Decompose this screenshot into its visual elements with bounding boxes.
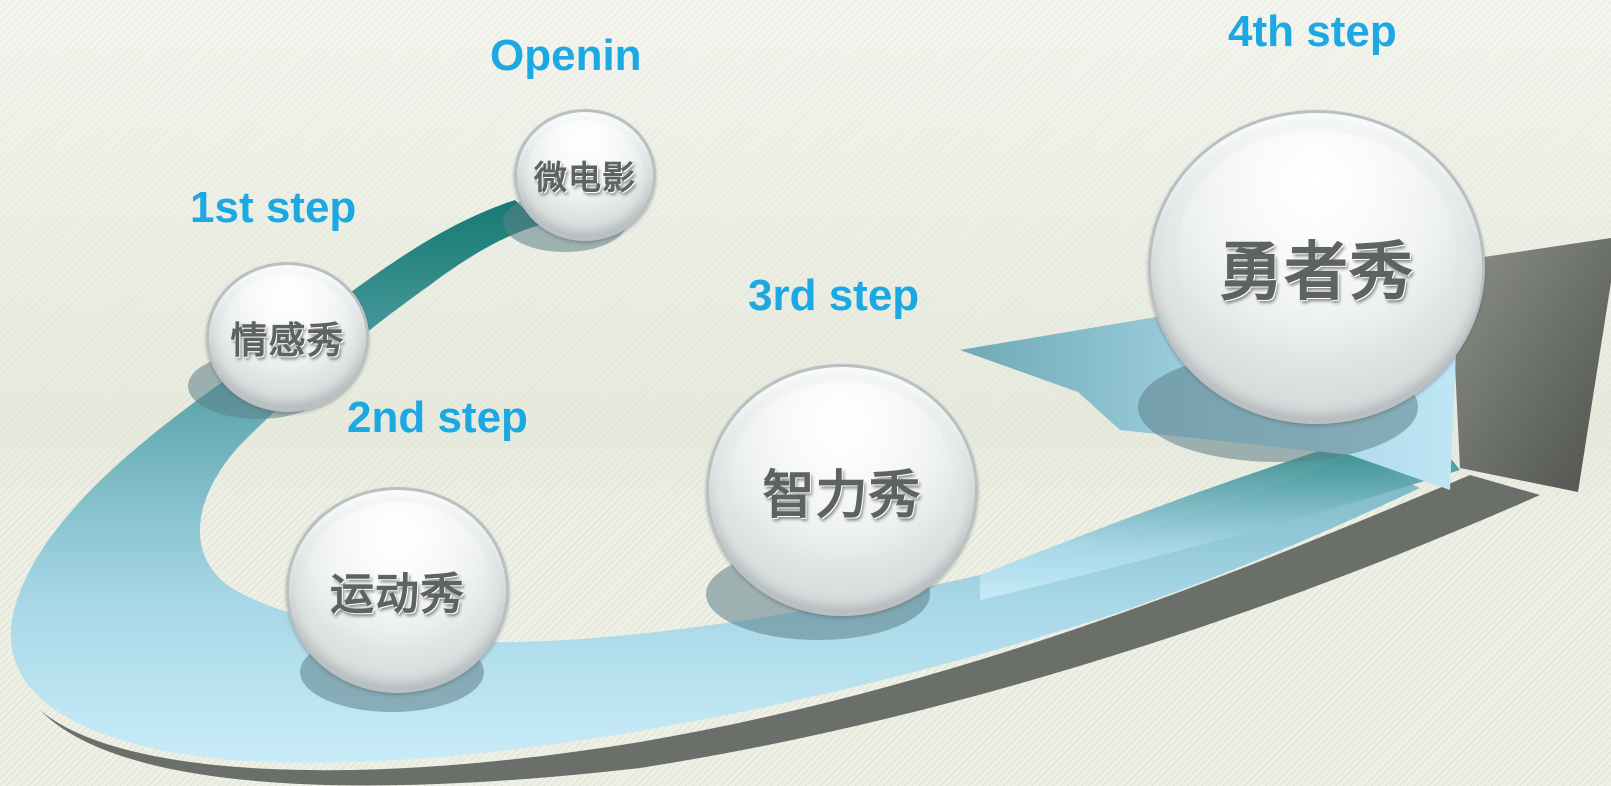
step-node-intelligence-show: 智力秀 xyxy=(706,364,978,616)
node-label: 智力秀 xyxy=(762,464,922,526)
node-label: 情感秀 xyxy=(230,318,345,362)
step-node-sports-show: 运动秀 xyxy=(286,487,509,693)
step-label-3rd: 3rd step xyxy=(748,271,920,320)
step-label-4th: 4th step xyxy=(1228,7,1397,56)
ribbon-branch xyxy=(980,420,1460,600)
step-label-1st: 1st step xyxy=(190,183,357,232)
step-node-brave-show: 勇者秀 xyxy=(1148,110,1485,424)
node-label: 微电影 xyxy=(534,158,636,197)
node-label: 勇者秀 xyxy=(1219,235,1414,310)
node-label: 运动秀 xyxy=(330,569,465,620)
arrowhead-shadow xyxy=(1450,238,1611,492)
step-node-micro-film: 微电影 xyxy=(514,109,656,241)
step-label-opening: Openin xyxy=(490,31,642,80)
ribbon-shadow xyxy=(40,475,1540,786)
step-label-2nd: 2nd step xyxy=(347,393,528,442)
ribbon-body xyxy=(10,200,1421,763)
step-node-emotion-show: 情感秀 xyxy=(206,262,369,412)
